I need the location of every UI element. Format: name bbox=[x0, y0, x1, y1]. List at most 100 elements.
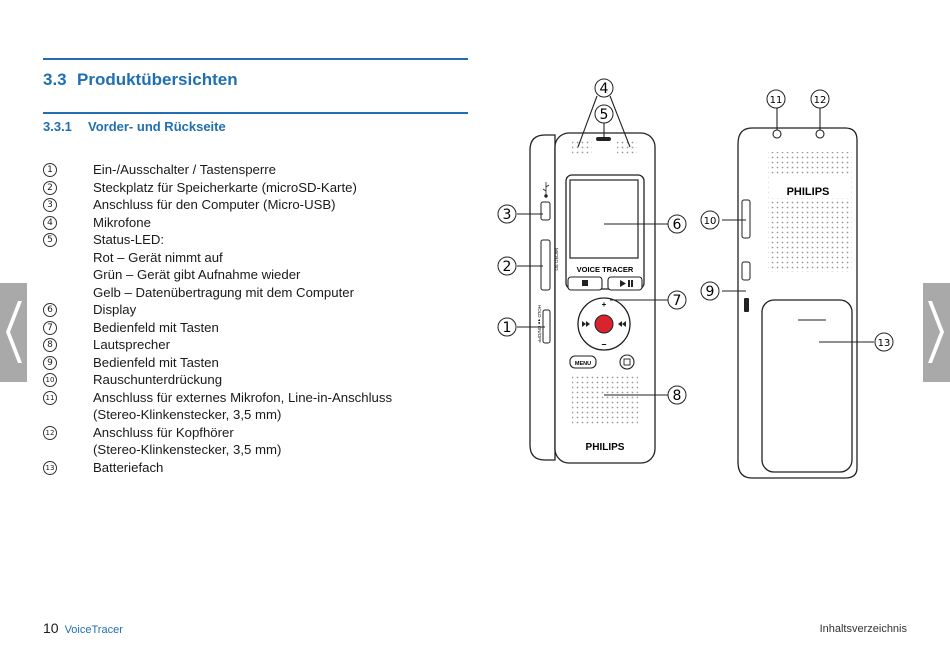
list-item: 3 Anschluss für den Computer (Micro-USB) bbox=[43, 196, 392, 214]
item-number-badge: 8 bbox=[43, 338, 57, 352]
callout-numbers: 4 5 3 2 1 6 7 8 10 9 11 12 13 bbox=[497, 78, 894, 405]
svg-text:12: 12 bbox=[814, 95, 827, 106]
callout-2: 2 bbox=[497, 256, 517, 276]
list-item: 10 Rauschunterdrückung bbox=[43, 371, 392, 389]
volume-minus-label: – bbox=[601, 339, 606, 349]
item-number-badge: 11 bbox=[43, 390, 57, 405]
item-text: (Stereo-Klinkenstecker, 3,5 mm) bbox=[93, 442, 282, 457]
list-item: Gelb – Datenübertragung mit dem Computer bbox=[43, 284, 392, 302]
item-number-badge: 7 bbox=[43, 320, 57, 335]
item-number-badge: 4 bbox=[43, 215, 57, 230]
item-text: Anschluss für den Computer (Micro-USB) bbox=[93, 197, 336, 212]
svg-text:5: 5 bbox=[600, 107, 609, 123]
list-item: (Stereo-Klinkenstecker, 3,5 mm) bbox=[43, 441, 392, 459]
back-logo-area bbox=[770, 176, 850, 198]
list-item: Grün – Gerät gibt Aufnahme wieder bbox=[43, 266, 392, 284]
mic-jack bbox=[772, 129, 782, 139]
microsd-slot bbox=[540, 239, 551, 291]
speaker-grille bbox=[572, 374, 638, 426]
menu-button[interactable] bbox=[569, 355, 597, 369]
callout-7: 7 bbox=[667, 290, 687, 310]
table-of-contents-link[interactable]: Inhaltsverzeichnis bbox=[819, 623, 907, 635]
headphone-jack bbox=[815, 129, 825, 139]
svg-text:6: 6 bbox=[673, 217, 682, 233]
model-label: VOICE TRACER bbox=[577, 265, 634, 274]
item-number-badge: 2 bbox=[43, 180, 57, 195]
item-number-badge: 3 bbox=[43, 198, 57, 212]
microphone-right bbox=[617, 140, 637, 156]
svg-text:3: 3 bbox=[503, 207, 512, 223]
item-text: Status-LED: bbox=[93, 232, 165, 247]
list-item: 12 Anschluss für Kopfhörer bbox=[43, 424, 392, 442]
item-number-badge bbox=[43, 443, 57, 457]
item-number-badge: 9 bbox=[43, 355, 57, 370]
top-rule bbox=[43, 58, 468, 60]
list-item: 9 Bedienfeld mit Tasten bbox=[43, 354, 392, 372]
side-port bbox=[744, 298, 749, 312]
svg-text:7: 7 bbox=[673, 293, 682, 309]
previous-page-button[interactable] bbox=[0, 283, 27, 382]
chevron-left-icon bbox=[6, 301, 22, 363]
delete-button[interactable] bbox=[619, 354, 635, 370]
list-item: 2 Steckplatz für Speicherkarte (microSD-K… bbox=[43, 179, 392, 197]
subsection-title: Vorder- und Rückseite bbox=[88, 119, 226, 134]
microsd-label: MICRO SD bbox=[554, 248, 559, 271]
list-item: Rot – Gerät nimmt auf bbox=[43, 249, 392, 267]
callout-10: 10 bbox=[700, 210, 720, 230]
svg-text:13: 13 bbox=[878, 338, 891, 349]
usb-icon bbox=[542, 182, 550, 198]
back-speaker-grille bbox=[768, 152, 852, 272]
callout-4: 4 bbox=[594, 78, 614, 98]
callout-1: 1 bbox=[497, 317, 517, 337]
menu-label: MENU bbox=[575, 361, 591, 367]
callout-13: 13 bbox=[874, 332, 894, 352]
callout-3: 3 bbox=[497, 204, 517, 224]
svg-text:11: 11 bbox=[770, 95, 783, 106]
callout-6: 6 bbox=[667, 214, 687, 234]
svg-text:1: 1 bbox=[503, 320, 512, 336]
noise-reduction-switch[interactable] bbox=[741, 199, 751, 239]
item-number-badge bbox=[43, 268, 57, 282]
item-text: Bedienfeld mit Tasten bbox=[93, 354, 219, 370]
microphone-left bbox=[572, 140, 592, 156]
item-text: Anschluss für Kopfhörer bbox=[93, 424, 234, 440]
device-illustration: VOICE TRACER + – MENU PHILIPS MICRO SD H… bbox=[497, 78, 894, 479]
item-text: Bedienfeld mit Tasten bbox=[93, 319, 219, 335]
page-footer: 10 VoiceTracer bbox=[43, 620, 123, 636]
back-brand-logo: PHILIPS bbox=[787, 186, 830, 198]
rewind-icon bbox=[582, 321, 590, 327]
item-text: Rauschunterdrückung bbox=[93, 372, 223, 387]
chevron-right-icon bbox=[928, 301, 944, 363]
play-pause-icon bbox=[620, 280, 633, 287]
item-number-badge: 12 bbox=[43, 425, 57, 440]
svg-text:4: 4 bbox=[600, 81, 609, 97]
record-button[interactable] bbox=[594, 314, 614, 334]
list-item: (Stereo-Klinkenstecker, 3,5 mm) bbox=[43, 406, 392, 424]
next-page-button[interactable] bbox=[923, 283, 950, 382]
item-text: Grün – Gerät gibt Aufnahme wieder bbox=[93, 267, 301, 282]
volume-plus-label: + bbox=[602, 300, 607, 309]
usb-port bbox=[540, 201, 551, 221]
page-number: 10 bbox=[43, 620, 59, 636]
product-name: VoiceTracer bbox=[64, 624, 123, 636]
section-rule bbox=[43, 112, 468, 114]
list-item: 7 Bedienfeld mit Tasten bbox=[43, 319, 392, 337]
status-led bbox=[596, 137, 611, 141]
power-switch-label: HOLD ◂ ▸ ON/OFF bbox=[537, 305, 542, 343]
item-text: Batteriefach bbox=[93, 459, 164, 475]
callout-11: 11 bbox=[766, 89, 786, 109]
svg-text:10: 10 bbox=[704, 216, 717, 227]
item-number-badge: 10 bbox=[43, 373, 57, 387]
item-text: Steckplatz für Speicherkarte (microSD-Ka… bbox=[93, 179, 357, 195]
display-screen bbox=[569, 179, 639, 259]
side-button[interactable] bbox=[741, 261, 751, 281]
callout-8: 8 bbox=[667, 385, 687, 405]
svg-text:8: 8 bbox=[673, 388, 682, 404]
item-text: Display bbox=[93, 302, 137, 317]
